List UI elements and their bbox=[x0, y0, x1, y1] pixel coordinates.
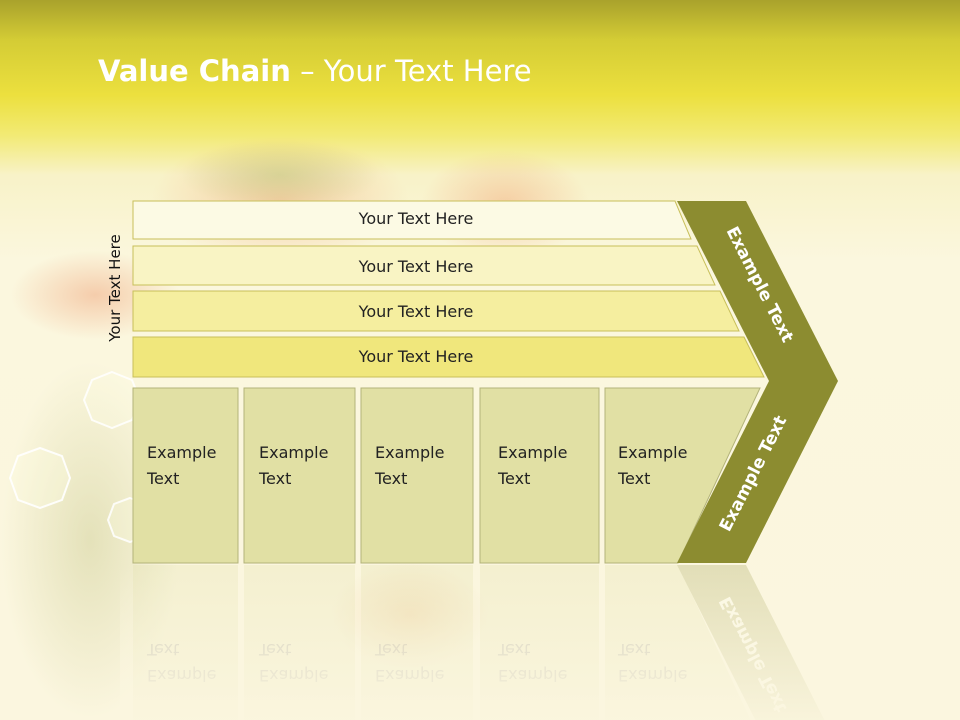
column-label-line2: Text bbox=[374, 469, 407, 488]
column: Example Text bbox=[132, 387, 239, 564]
column: Example Text bbox=[479, 387, 600, 564]
row-shape bbox=[132, 200, 692, 240]
row: Your Text Here bbox=[132, 200, 692, 240]
row: Your Text Here bbox=[132, 245, 716, 286]
column-box bbox=[243, 387, 356, 564]
bokeh-ring bbox=[82, 370, 142, 430]
row: Your Text Here bbox=[132, 336, 765, 378]
row-label: Your Text Here bbox=[358, 347, 474, 366]
column-label-line2: Text bbox=[146, 469, 179, 488]
column-label-line1: Example bbox=[618, 443, 687, 462]
row: Your Text Here bbox=[132, 290, 740, 332]
row-label: Your Text Here bbox=[358, 302, 474, 321]
background-glow bbox=[180, 140, 380, 210]
column: Example Text bbox=[243, 387, 356, 564]
row-shape bbox=[132, 245, 716, 286]
column-label-line1: Example bbox=[375, 443, 444, 462]
background-glow bbox=[150, 135, 410, 265]
title-bold: Value Chain bbox=[98, 54, 291, 88]
column-label-line2: Text bbox=[497, 469, 530, 488]
title-rest: – Your Text Here bbox=[290, 54, 532, 88]
column-box bbox=[360, 387, 474, 564]
row-label: Your Text Here bbox=[358, 209, 474, 228]
bokeh-ring bbox=[8, 446, 72, 510]
chevron-lower bbox=[677, 381, 838, 563]
column-label-line1: Example bbox=[259, 443, 328, 462]
page-title: Value Chain – Your Text Here bbox=[98, 54, 532, 88]
chevron-upper bbox=[677, 201, 838, 381]
row-shape bbox=[132, 336, 765, 378]
column: Example Text bbox=[604, 387, 761, 564]
column-box bbox=[132, 387, 239, 564]
column-box bbox=[479, 387, 600, 564]
column-label-line1: Example bbox=[498, 443, 567, 462]
column-label-line2: Text bbox=[258, 469, 291, 488]
reflection-fade bbox=[120, 566, 860, 720]
row-shape bbox=[132, 290, 740, 332]
column-label-line2: Text bbox=[617, 469, 650, 488]
column-label-line1: Example bbox=[147, 443, 216, 462]
column: Example Text bbox=[360, 387, 474, 564]
row-label: Your Text Here bbox=[358, 257, 474, 276]
